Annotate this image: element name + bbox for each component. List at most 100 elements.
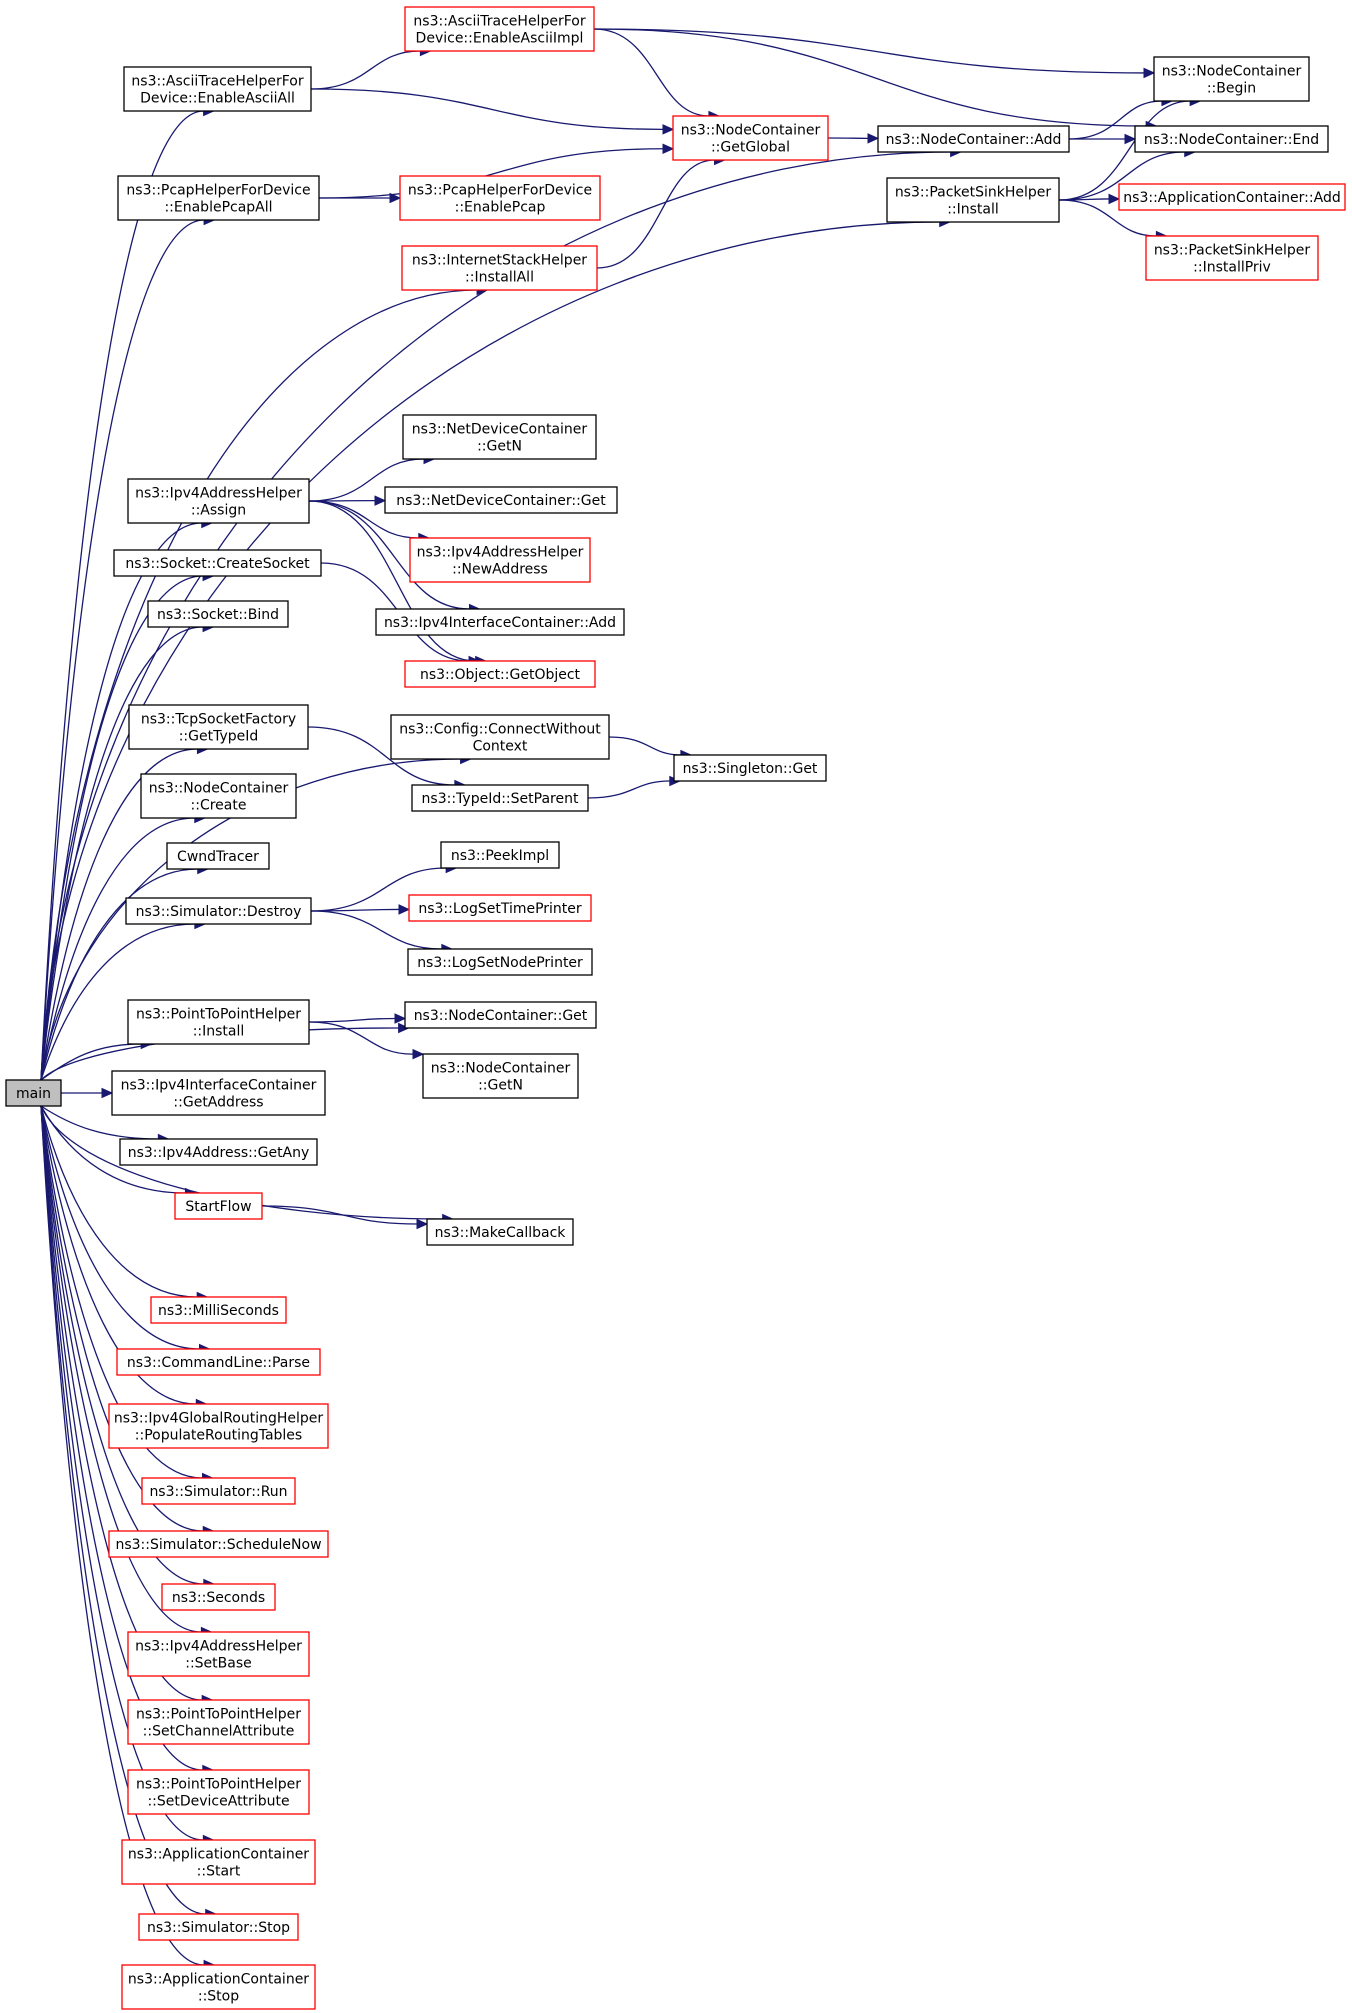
- node-label: ns3::Ipv4AddressHelper: [135, 486, 302, 502]
- edge-line: [40, 575, 204, 1081]
- node-label: ns3::CommandLine::Parse: [127, 1355, 310, 1371]
- node-populate[interactable]: ns3::Ipv4GlobalRoutingHelper::PopulateRo…: [108, 1403, 329, 1449]
- node-sinkInstall[interactable]: ns3::PacketSinkHelper::Install: [886, 177, 1060, 223]
- node-box: [108, 1530, 329, 1558]
- node-makeCallback[interactable]: ns3::MakeCallback: [426, 1218, 574, 1246]
- node-asciiImpl[interactable]: ns3::AsciiTraceHelperForDevice::EnableAs…: [404, 6, 595, 52]
- node-label: ::EnablePcap: [455, 200, 546, 216]
- node-label: ::GetTypeId: [179, 729, 259, 745]
- node-label: ns3::PointToPointHelper: [136, 1707, 301, 1723]
- node-singleton[interactable]: ns3::Singleton::Get: [673, 754, 827, 782]
- edge-line: [40, 1105, 204, 1585]
- node-box: [408, 894, 592, 922]
- node-label: ::SetChannelAttribute: [143, 1724, 295, 1740]
- node-ncGetN[interactable]: ns3::NodeContainer::GetN: [422, 1053, 579, 1099]
- node-setBase[interactable]: ns3::Ipv4AddressHelper::SetBase: [127, 1631, 310, 1677]
- node-label: ns3::PointToPointHelper: [136, 1007, 301, 1023]
- node-setDev[interactable]: ns3::PointToPointHelper::SetDeviceAttrib…: [127, 1769, 310, 1815]
- edge-line: [308, 500, 476, 662]
- node-box: [147, 600, 289, 628]
- node-label: ns3::TcpSocketFactory: [141, 712, 296, 728]
- node-milli[interactable]: ns3::MilliSeconds: [150, 1296, 287, 1324]
- edge-line: [318, 148, 664, 199]
- edges-layer: [40, 28, 1202, 1971]
- node-ncBegin[interactable]: ns3::NodeContainer::Begin: [1153, 56, 1310, 102]
- node-label: ns3::ApplicationContainer: [128, 1972, 309, 1988]
- node-label: ns3::PcapHelperForDevice: [126, 183, 310, 199]
- node-getObject[interactable]: ns3::Object::GetObject: [404, 660, 596, 688]
- node-iicAdd[interactable]: ns3::Ipv4InterfaceContainer::Add: [375, 608, 625, 636]
- arrow-head-icon: [1108, 193, 1121, 205]
- node-newAddr[interactable]: ns3::Ipv4AddressHelper::NewAddress: [409, 537, 591, 583]
- node-box: [390, 714, 610, 760]
- node-cwnd[interactable]: CwndTracer: [166, 842, 270, 870]
- node-createSocket[interactable]: ns3::Socket::CreateSocket: [113, 549, 322, 577]
- node-logNode[interactable]: ns3::LogSetNodePrinter: [407, 948, 593, 976]
- node-simRun[interactable]: ns3::Simulator::Run: [141, 1477, 296, 1505]
- node-setChan[interactable]: ns3::PointToPointHelper::SetChannelAttri…: [127, 1699, 310, 1745]
- node-label: ::Install: [193, 1024, 245, 1040]
- node-sinkPriv[interactable]: ns3::PacketSinkHelper::InstallPriv: [1145, 235, 1319, 281]
- node-label: ns3::NetDeviceContainer: [412, 422, 588, 438]
- node-ncGlobal[interactable]: ns3::NodeContainer::GetGlobal: [672, 115, 829, 161]
- node-asciiAll[interactable]: ns3::AsciiTraceHelperForDevice::EnableAs…: [123, 66, 312, 112]
- edge-line: [40, 1105, 203, 1479]
- edge-line: [40, 1105, 197, 1405]
- node-label: ns3::ApplicationContainer::Add: [1123, 190, 1340, 206]
- node-appStart[interactable]: ns3::ApplicationContainer::Start: [121, 1839, 316, 1885]
- node-box: [141, 1477, 296, 1505]
- node-box: [440, 841, 560, 869]
- edge-line: [310, 867, 447, 912]
- node-ipv4Assign[interactable]: ns3::Ipv4AddressHelper::Assign: [127, 478, 310, 524]
- node-appAdd[interactable]: ns3::ApplicationContainer::Add: [1118, 183, 1346, 211]
- node-cmdParse[interactable]: ns3::CommandLine::Parse: [116, 1348, 321, 1376]
- edge-main-to-asciiAll: [40, 105, 215, 1081]
- arrow-head-icon: [1124, 133, 1137, 145]
- node-ncEnd[interactable]: ns3::NodeContainer::End: [1134, 125, 1329, 153]
- node-getAny[interactable]: ns3::Ipv4Address::GetAny: [119, 1138, 318, 1166]
- node-simDestroy[interactable]: ns3::Simulator::Destroy: [125, 897, 312, 925]
- node-tcpTypeId[interactable]: ns3::TcpSocketFactory::GetTypeId: [128, 704, 309, 750]
- node-appStop[interactable]: ns3::ApplicationContainer::Stop: [121, 1964, 316, 2010]
- node-box: [404, 1001, 597, 1029]
- node-box: [119, 1138, 318, 1166]
- node-schedNow[interactable]: ns3::Simulator::ScheduleNow: [108, 1530, 329, 1558]
- node-iicGetAddr[interactable]: ns3::Ipv4InterfaceContainer::GetAddress: [111, 1070, 326, 1116]
- arrow-head-icon: [416, 1218, 429, 1230]
- node-startFlow[interactable]: StartFlow: [174, 1192, 263, 1220]
- edge-pcapAll-to-pcap: [318, 192, 402, 204]
- arrow-head-icon: [398, 1022, 410, 1034]
- node-ndcGet[interactable]: ns3::NetDeviceContainer::Get: [384, 486, 618, 514]
- node-inetAll[interactable]: ns3::InternetStackHelper::InstallAll: [401, 245, 598, 291]
- node-logTime[interactable]: ns3::LogSetTimePrinter: [408, 894, 592, 922]
- node-box: [877, 125, 1070, 153]
- node-label: ns3::TypeId::SetParent: [422, 791, 579, 807]
- node-box: [404, 6, 595, 52]
- edge-line: [40, 110, 204, 1081]
- arrow-head-icon: [101, 1087, 114, 1099]
- edge-line: [308, 500, 470, 610]
- node-ncGet[interactable]: ns3::NodeContainer::Get: [404, 1001, 597, 1029]
- node-setParent[interactable]: ns3::TypeId::SetParent: [411, 784, 589, 812]
- edge-setParent-to-singleton: [587, 775, 682, 799]
- node-ncAdd[interactable]: ns3::NodeContainer::Add: [877, 125, 1070, 153]
- node-label: ::SetBase: [185, 1656, 252, 1672]
- node-label: ns3::Socket::Bind: [157, 607, 279, 623]
- node-label: ns3::LogSetTimePrinter: [418, 901, 582, 917]
- node-pcap[interactable]: ns3::PcapHelperForDevice::EnablePcap: [399, 175, 601, 221]
- node-simStop[interactable]: ns3::Simulator::Stop: [138, 1913, 299, 1941]
- node-seconds[interactable]: ns3::Seconds: [161, 1583, 276, 1611]
- node-bind[interactable]: ns3::Socket::Bind: [147, 600, 289, 628]
- edge-asciiImpl-to-ncGlobal: [593, 28, 721, 122]
- edge-line: [40, 868, 198, 1081]
- node-box: [1134, 125, 1329, 153]
- node-main[interactable]: main: [5, 1079, 62, 1107]
- node-p2pInstall[interactable]: ns3::PointToPointHelper::Install: [127, 999, 310, 1045]
- node-pcapAll[interactable]: ns3::PcapHelperForDevice::EnablePcapAll: [117, 175, 320, 221]
- node-box: [174, 1192, 263, 1220]
- node-ndcGetN[interactable]: ns3::NetDeviceContainer::GetN: [402, 414, 597, 460]
- node-peekImpl[interactable]: ns3::PeekImpl: [440, 841, 560, 869]
- node-ncCreate[interactable]: ns3::NodeContainer::Create: [140, 773, 297, 819]
- arrow-head-icon: [867, 133, 880, 144]
